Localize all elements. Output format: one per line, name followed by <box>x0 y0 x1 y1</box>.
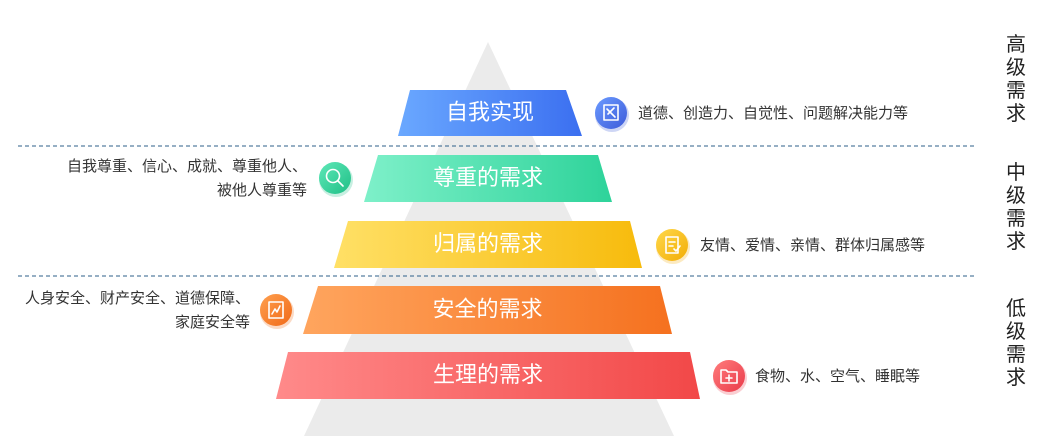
chart-icon <box>260 294 294 329</box>
tier-band <box>276 352 700 399</box>
tier-label: 生理的需求 <box>433 363 543 388</box>
tier-description: 食物、水、空气、睡眠等 <box>755 367 920 385</box>
level-char: 求 <box>1006 365 1026 389</box>
tier-band <box>334 221 642 268</box>
search-icon <box>319 162 353 197</box>
tier-description: 自我尊重、信心、成就、尊重他人、 <box>67 157 307 175</box>
level-char: 级 <box>1006 55 1026 79</box>
flag-icon <box>595 97 629 132</box>
tier-3: 归属的需求 友情、爱情、亲情、群体归属感等 <box>334 221 925 268</box>
level-char: 级 <box>1006 319 1026 343</box>
tier-1: 自我实现 道德、创造力、自觉性、问题解决能力等 <box>398 90 908 136</box>
checklist-icon <box>656 229 690 264</box>
tier-2: 尊重的需求 自我尊重、信心、成就、尊重他人、被他人尊重等 <box>67 155 612 202</box>
tier-band <box>364 155 612 202</box>
level-char: 高 <box>1006 32 1026 56</box>
tier-description: 家庭安全等 <box>175 313 250 331</box>
level-char: 需 <box>1006 342 1026 366</box>
level-char: 低 <box>1006 296 1026 320</box>
tier-label: 归属的需求 <box>433 232 543 257</box>
level-char: 求 <box>1006 229 1026 253</box>
tier-band <box>398 90 582 136</box>
tier-description: 友情、爱情、亲情、群体归属感等 <box>700 236 925 254</box>
level-char: 中 <box>1006 160 1026 184</box>
level-char: 级 <box>1006 183 1026 207</box>
tier-band <box>303 286 672 334</box>
level-char: 需 <box>1006 206 1026 230</box>
tier-description: 人身安全、财产安全、道德保障、 <box>25 289 250 307</box>
level-char: 求 <box>1006 101 1026 125</box>
tier-label: 尊重的需求 <box>433 166 543 191</box>
level-char: 需 <box>1006 78 1026 102</box>
tier-4: 安全的需求 人身安全、财产安全、道德保障、家庭安全等 <box>25 286 672 334</box>
tier-5: 生理的需求 食物、水、空气、睡眠等 <box>276 352 920 399</box>
folder-add-icon <box>713 360 747 395</box>
tier-label: 安全的需求 <box>432 298 542 323</box>
tier-description: 道德、创造力、自觉性、问题解决能力等 <box>638 104 908 122</box>
tier-description: 被他人尊重等 <box>217 181 307 199</box>
tier-label: 自我实现 <box>446 101 534 126</box>
